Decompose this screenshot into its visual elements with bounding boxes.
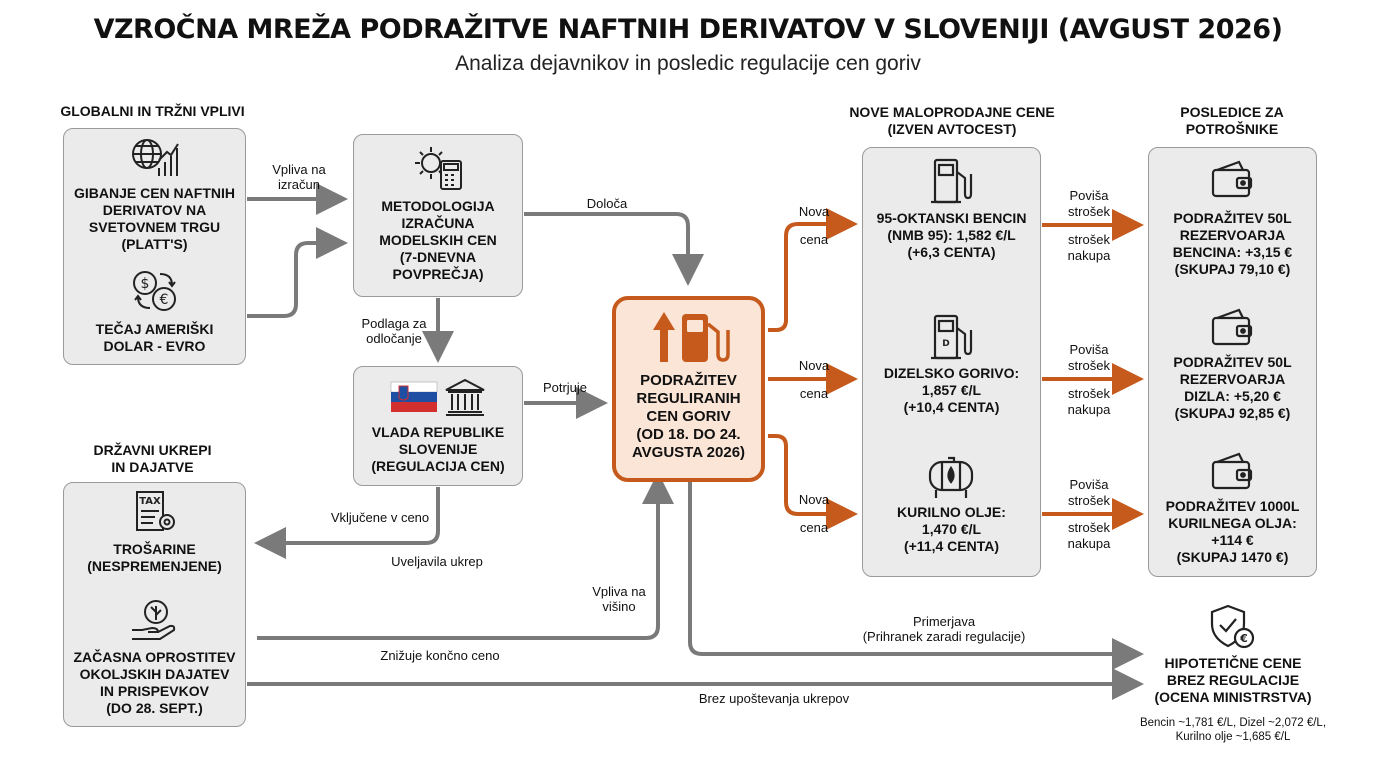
- oil-tank-icon: [926, 454, 976, 505]
- edge-label-affects-calculation: Vpliva na izračun: [272, 162, 326, 192]
- excise-label: TROŠARINE (NESPREMENJENE): [87, 541, 222, 574]
- state-measures-box: [63, 482, 246, 727]
- hypothetical-prices-label: HIPOTETIČNE CENE BREZ REGULACIJE (OCENA …: [1154, 655, 1312, 705]
- petrol-tank-cost-label: PODRAŽITEV 50L REZERVOARJA BENCINA: +3,1…: [1172, 210, 1293, 277]
- edge-label-cost-a: strošek: [1068, 520, 1110, 535]
- gear-calculator-icon: [413, 143, 465, 196]
- diesel-price-label: DIZELSKO GORIVO: 1,857 €/L (+10,4 CENTA): [883, 365, 1020, 415]
- edge-label-raises-a: Poviša: [1069, 477, 1109, 492]
- edge-label-raises-b: strošek: [1068, 493, 1110, 508]
- edge-label-determines: Določa: [586, 196, 628, 211]
- heating-oil-price-label: KURILNO OLJE: 1,470 €/L (+11,4 CENTA): [897, 504, 1006, 554]
- arrow-main-to-hypothetical: [688, 480, 1144, 670]
- edge-label-raises-b: strošek: [1068, 358, 1110, 373]
- diesel-tank-cost-label: PODRAŽITEV 50L REZERVOARJA DIZLA: +5,20 …: [1173, 354, 1292, 421]
- wallet-icon: [1209, 452, 1255, 497]
- arrow-main-to-heating: [768, 434, 858, 530]
- government-box: [353, 366, 523, 486]
- svg-text:€: €: [1239, 632, 1248, 645]
- oil-prices-label: GIBANJE CEN NAFTNIH DERIVATOV NA SVETOVN…: [73, 185, 235, 252]
- arrow-exemption-to-main: [257, 472, 674, 640]
- section-heading-global: GLOBALNI IN TRŽNI VPLIVI: [60, 103, 245, 119]
- edge-label-new-price-a: Nova: [798, 492, 830, 507]
- arrow-methodology-to-main: [524, 212, 704, 286]
- section-heading-consequences: POSLEDICE ZA POTROŠNIKE: [1180, 104, 1284, 137]
- edge-label-reduces: Znižuje končno ceno: [380, 648, 500, 663]
- edge-label-affects-height: Vpliva na višino: [592, 584, 646, 614]
- fuel-pump-icon: D: [929, 312, 973, 367]
- arrow-government-to-excise: [254, 487, 440, 559]
- petrol-price-label: 95-OKTANSKI BENCIN (NMB 95): 1,582 €/L (…: [876, 210, 1027, 260]
- edge-label-new-price-b: cena: [799, 520, 829, 535]
- methodology-label: METODOLOGIJA IZRAČUNA MODELSKIH CEN (7-D…: [379, 198, 497, 282]
- edge-label-raises-a: Poviša: [1069, 342, 1109, 357]
- wallet-icon: [1209, 308, 1255, 353]
- main-price-increase-label: PODRAŽITEV REGULIRANIH CEN GORIV (OD 18.…: [631, 372, 746, 461]
- tax-document-icon: TAX: [131, 490, 177, 539]
- edge-label-confirms: Potrjuje: [542, 380, 588, 395]
- section-heading-retail: NOVE MALOPRODAJNE CENE (IZVEN AVTOCEST): [849, 104, 1055, 137]
- edge-label-raises-a: Poviša: [1069, 188, 1109, 203]
- slovenia-flag-parliament-icon: [390, 376, 490, 421]
- government-label: VLADA REPUBLIKE SLOVENIJE (REGULACIJA CE…: [371, 424, 505, 474]
- global-factors-box: [63, 128, 246, 365]
- svg-text:D: D: [942, 339, 949, 349]
- wallet-icon: [1209, 160, 1255, 205]
- currency-exchange-icon: $ €: [130, 268, 180, 319]
- edge-label-new-price-a: Nova: [798, 358, 830, 373]
- shield-euro-icon: €: [1208, 604, 1256, 655]
- edge-label-cost-a: strošek: [1068, 232, 1110, 247]
- hand-leaf-icon: [130, 598, 180, 647]
- edge-label-without-measures: Brez upoštevanja ukrepov: [698, 691, 850, 706]
- retail-prices-box: [862, 147, 1041, 577]
- exemption-label: ZAČASNA OPROSTITEV OKOLJSKIH DAJATEV IN …: [73, 649, 236, 716]
- section-heading-state: DRŽAVNI UKREPI IN DAJATVE: [93, 442, 212, 475]
- edge-label-new-price-a: Nova: [798, 204, 830, 219]
- price-up-fuel-pump-icon: [648, 308, 732, 371]
- edge-label-new-price-b: cena: [799, 386, 829, 401]
- exchange-rate-label: TEČAJ AMERIŠKI DOLAR - EVRO: [95, 321, 214, 354]
- edge-label-basis: Podlaga za odločanje: [361, 316, 427, 346]
- heating-tank-cost-label: PODRAŽITEV 1000L KURILNEGA OLJA: +114 € …: [1165, 498, 1300, 565]
- page-subtitle: Analiza dejavnikov in posledic regulacij…: [455, 52, 921, 75]
- globe-chart-icon: [129, 136, 181, 185]
- edge-label-comparison: Primerjava (Prihranek zaradi regulacije): [862, 614, 1026, 644]
- methodology-box: [353, 134, 523, 297]
- edge-label-raises-b: strošek: [1068, 204, 1110, 219]
- page-title: VZROČNA MREŽA PODRAŽITVE NAFTNIH DERIVAT…: [93, 14, 1283, 45]
- svg-text:TAX: TAX: [139, 496, 161, 507]
- svg-text:€: €: [160, 292, 169, 308]
- edge-label-cost-b: nakupa: [1067, 402, 1111, 417]
- edge-label-cost-a: strošek: [1068, 386, 1110, 401]
- svg-text:$: $: [141, 276, 150, 292]
- edge-label-cost-b: nakupa: [1067, 248, 1111, 263]
- edge-label-enforced: Uveljavila ukrep: [391, 554, 483, 569]
- arrow-main-to-petrol: [768, 208, 858, 332]
- fuel-pump-icon: [929, 156, 973, 211]
- edge-label-new-price-b: cena: [799, 232, 829, 247]
- edge-label-included: Vključene v ceno: [330, 510, 430, 525]
- edge-label-cost-b: nakupa: [1067, 536, 1111, 551]
- consumer-consequences-box: [1148, 147, 1317, 577]
- hypothetical-prices-note: Bencin ~1,781 €/L, Dizel ~2,072 €/L, Kur…: [1139, 717, 1327, 743]
- arrow-fx-to-methodology: [247, 227, 348, 318]
